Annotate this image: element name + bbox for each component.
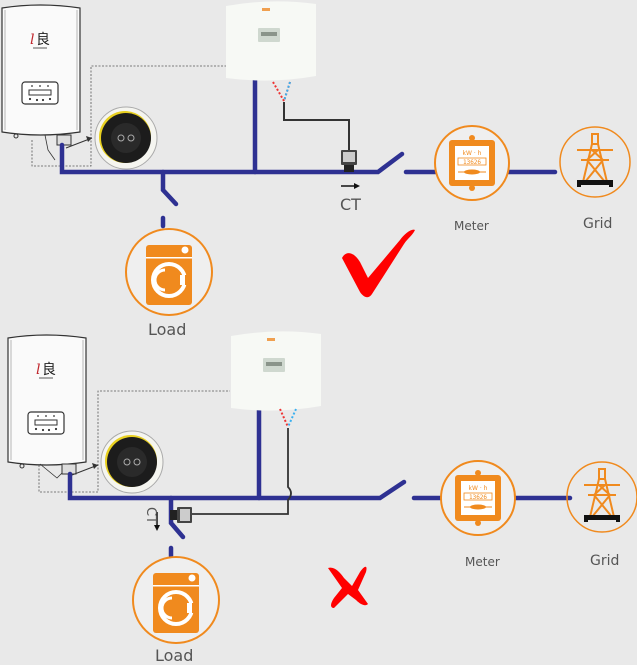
- pv-inverter: [1, 4, 81, 139]
- meter-label: Meter: [454, 219, 489, 233]
- grid-tower-icon: [559, 126, 631, 198]
- meter-icon: [434, 125, 510, 201]
- storage-inverter: [231, 331, 321, 411]
- meter-icon: [440, 460, 516, 536]
- diagram-incorrect: [7, 331, 637, 645]
- arrow-head-icon: [92, 463, 98, 469]
- bus-line: [59, 75, 558, 229]
- cross-mark-icon: [328, 566, 368, 608]
- dashed-callout: [31, 65, 230, 167]
- arrow-head-icon: [86, 136, 92, 142]
- load-label: Load: [148, 320, 187, 339]
- diagram-correct: [1, 1, 631, 317]
- check-mark-icon: [342, 229, 415, 298]
- dashed-callout: [38, 390, 230, 493]
- grid-label: Grid: [583, 216, 613, 232]
- ac-gland: [56, 134, 72, 146]
- ct-wire: [283, 102, 350, 150]
- load-label: Load: [155, 646, 194, 665]
- connector-closeup: [100, 430, 164, 494]
- comm-wire-red: [279, 408, 289, 428]
- ct-arrow-head-icon: [154, 525, 160, 531]
- grid-tower-icon: [566, 461, 637, 533]
- comm-wire-blue: [287, 408, 297, 428]
- comm-wire-blue: [283, 81, 291, 102]
- inverter-outline: [39, 463, 63, 479]
- grid-label: Grid: [590, 553, 620, 569]
- ct-wire: [192, 428, 292, 515]
- ct-label: CT: [340, 195, 361, 214]
- load-washer-icon: [124, 227, 214, 317]
- ct-label: CT: [143, 506, 159, 525]
- ct-clamp: [170, 507, 192, 523]
- connector-closeup: [94, 106, 158, 170]
- ct-arrow-head-icon: [354, 183, 360, 189]
- inverter-outline: [44, 134, 56, 161]
- storage-inverter: [226, 1, 316, 81]
- meter-label: Meter: [465, 555, 500, 569]
- pv-inverter: [7, 334, 87, 469]
- load-washer-icon: [131, 555, 221, 645]
- ct-clamp: [341, 150, 357, 172]
